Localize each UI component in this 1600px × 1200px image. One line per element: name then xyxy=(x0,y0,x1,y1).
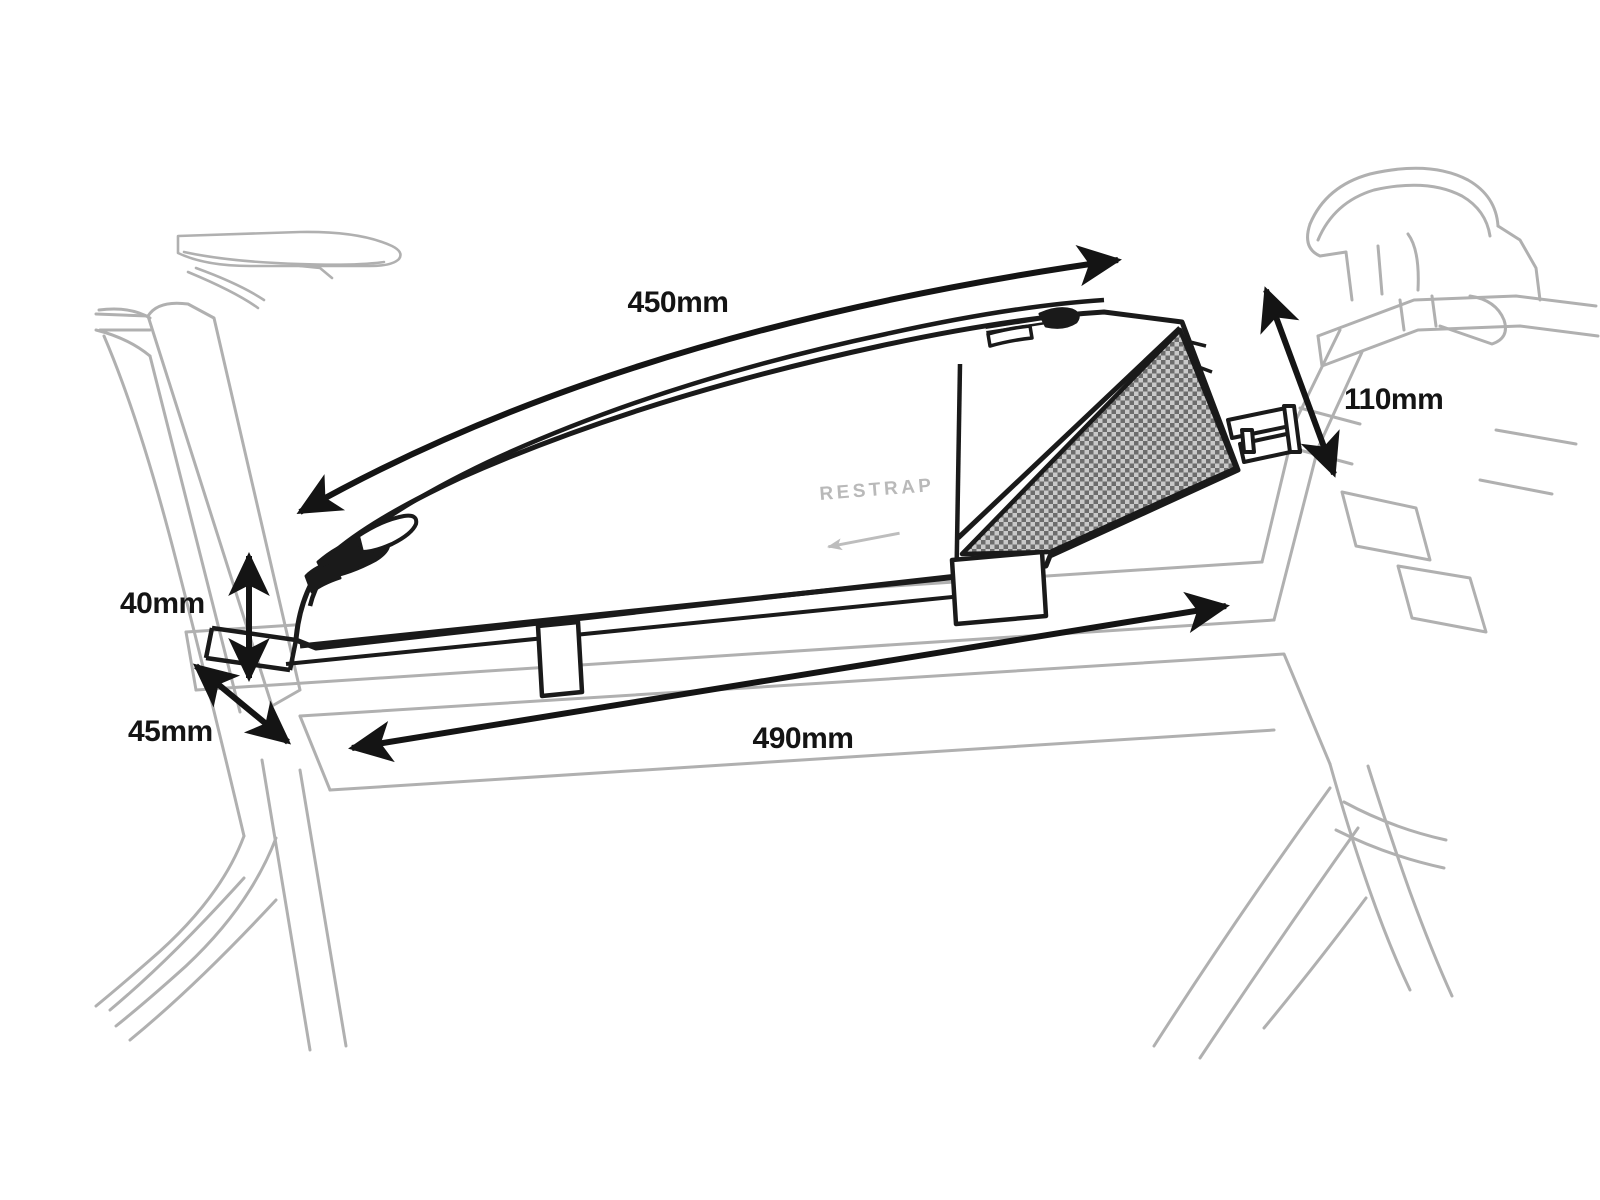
bag-rear-tabs xyxy=(1189,340,1213,374)
dimension-450mm-arrow xyxy=(296,244,1122,515)
head-tube xyxy=(1260,328,1364,622)
dimension-490mm-arrow xyxy=(348,591,1230,763)
dimension-110mm-label: 110mm xyxy=(1344,383,1443,416)
dimension-45mm-label: 45mm xyxy=(128,715,213,748)
frame-lower-triangle xyxy=(108,876,278,1042)
dimension-40mm-label: 40mm xyxy=(120,587,205,620)
dimension-40mm: 40mm xyxy=(120,552,270,682)
saddle-icon xyxy=(176,230,402,310)
frame-bag: RESTRAP xyxy=(203,297,1302,699)
dimension-450mm-label: 450mm xyxy=(628,286,729,319)
seat-stay xyxy=(102,334,246,838)
dimension-110mm-arrow xyxy=(1260,286,1340,478)
dimension-450mm: 450mm xyxy=(296,244,1122,515)
dimension-490mm: 490mm xyxy=(348,591,1230,763)
fork-and-chainstay xyxy=(1152,762,1454,1060)
brake-lever-hood xyxy=(1306,166,1542,302)
seat-tube-lower xyxy=(94,758,348,1052)
rear-strap-buckle xyxy=(1226,404,1302,464)
dimension-110mm: 110mm xyxy=(1260,286,1444,478)
dimension-490mm-label: 490mm xyxy=(753,722,854,755)
frame-right-detail xyxy=(1340,428,1578,634)
brand-arrow-icon xyxy=(826,531,900,551)
dimension-45mm: 45mm xyxy=(128,663,292,748)
dimension-45mm-arrow xyxy=(192,663,292,745)
seat-tube xyxy=(94,301,302,714)
velcro-strap-mid xyxy=(535,619,585,699)
velcro-strap-rear xyxy=(949,549,1049,627)
zipper-pull-front xyxy=(304,513,419,594)
